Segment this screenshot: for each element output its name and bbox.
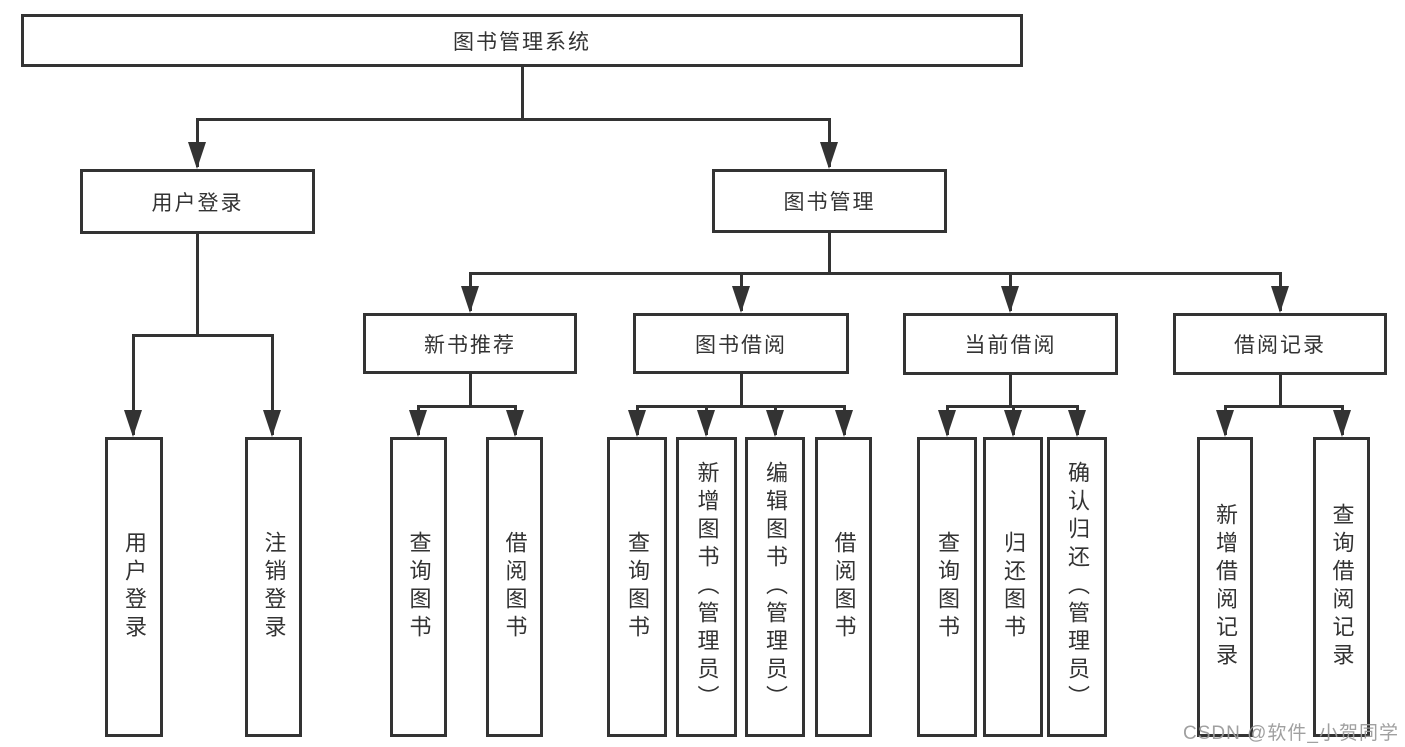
node-label: 图书管理系统: [453, 30, 591, 54]
connector-rail: [416, 404, 517, 408]
node-book-borrowing: 图书借阅: [633, 313, 849, 374]
connector-rail: [195, 117, 831, 121]
node-label: 查询图书: [625, 531, 650, 643]
node-leaf-query-books-3: 查询图书: [917, 437, 977, 737]
arrow-down-icon: [938, 410, 956, 437]
arrow-down-icon: [409, 410, 427, 437]
arrow-down-icon: [188, 142, 206, 169]
node-leaf-return-books: 归还图书: [983, 437, 1043, 737]
node-leaf-confirm-return-admin: 确认归还（管理员）: [1047, 437, 1107, 737]
connector-stem: [195, 234, 199, 335]
node-label: 查询图书: [406, 531, 432, 643]
arrow-down-icon: [1271, 286, 1289, 313]
node-new-book-recommend: 新书推荐: [363, 313, 577, 374]
node-leaf-query-borrow-record: 查询借阅记录: [1313, 437, 1370, 737]
arrow-down-icon: [820, 142, 838, 169]
connector-stem: [1278, 375, 1282, 406]
arrow-down-icon: [697, 410, 715, 437]
node-label: 借阅图书: [502, 531, 528, 643]
node-label: 查询借阅记录: [1329, 503, 1355, 671]
connector-drop: [270, 335, 274, 435]
node-label: 图书管理: [783, 191, 876, 214]
node-label: 确认归还（管理员）: [1065, 461, 1090, 713]
node-label: 查询图书: [935, 531, 960, 643]
node-current-borrowing: 当前借阅: [903, 313, 1118, 375]
arrow-down-icon: [124, 410, 142, 437]
node-leaf-borrow-books-2: 借阅图书: [815, 437, 872, 737]
connector-rail: [1223, 404, 1344, 408]
node-label: 图书借阅: [695, 333, 787, 357]
connector-rail: [468, 271, 1282, 275]
node-leaf-add-borrow-record: 新增借阅记录: [1197, 437, 1253, 737]
node-label: 借阅图书: [831, 531, 857, 643]
connector-stem: [1008, 375, 1012, 406]
arrow-down-icon: [1333, 410, 1351, 437]
arrow-down-icon: [461, 286, 479, 313]
connector-rail: [131, 333, 274, 337]
node-label: 当前借阅: [964, 334, 1057, 357]
arrow-down-icon: [1068, 410, 1086, 437]
node-label: 用户登录: [122, 531, 147, 643]
connector-rail: [635, 404, 846, 408]
connector-stem: [520, 67, 524, 119]
arrow-down-icon: [766, 410, 784, 437]
node-label: 注销登录: [261, 531, 287, 643]
node-label: 新书推荐: [424, 333, 516, 357]
node-label: 编辑图书（管理员）: [763, 461, 788, 713]
node-book-management: 图书管理: [712, 169, 947, 233]
arrow-down-icon: [1004, 410, 1022, 437]
arrow-down-icon: [1216, 410, 1234, 437]
node-leaf-add-book-admin: 新增图书（管理员）: [676, 437, 737, 737]
watermark: CSDN @软件_小贺同学: [1183, 723, 1399, 744]
connector-drop: [131, 335, 135, 435]
connector-stem: [468, 374, 472, 406]
node-leaf-query-books-2: 查询图书: [607, 437, 667, 737]
node-leaf-borrow-books-1: 借阅图书: [486, 437, 543, 737]
node-label: 归还图书: [1001, 531, 1026, 643]
connector-stem: [739, 374, 743, 406]
arrow-down-icon: [835, 410, 853, 437]
node-leaf-user-login: 用户登录: [105, 437, 163, 737]
node-label: 新增图书（管理员）: [694, 461, 720, 713]
node-leaf-edit-book-admin: 编辑图书（管理员）: [745, 437, 805, 737]
node-label: 新增借阅记录: [1213, 503, 1238, 671]
arrow-down-icon: [732, 286, 750, 313]
node-label: 借阅记录: [1234, 334, 1326, 357]
node-leaf-logout: 注销登录: [245, 437, 302, 737]
arrow-down-icon: [1001, 286, 1019, 313]
node-user-login-branch: 用户登录: [80, 169, 315, 234]
node-root: 图书管理系统: [21, 14, 1023, 67]
arrow-down-icon: [628, 410, 646, 437]
arrow-down-icon: [263, 410, 281, 437]
arrow-down-icon: [506, 410, 524, 437]
node-label: 用户登录: [151, 191, 244, 215]
node-leaf-query-books-1: 查询图书: [390, 437, 447, 737]
node-borrowing-records: 借阅记录: [1173, 313, 1387, 375]
connector-stem: [827, 233, 831, 273]
